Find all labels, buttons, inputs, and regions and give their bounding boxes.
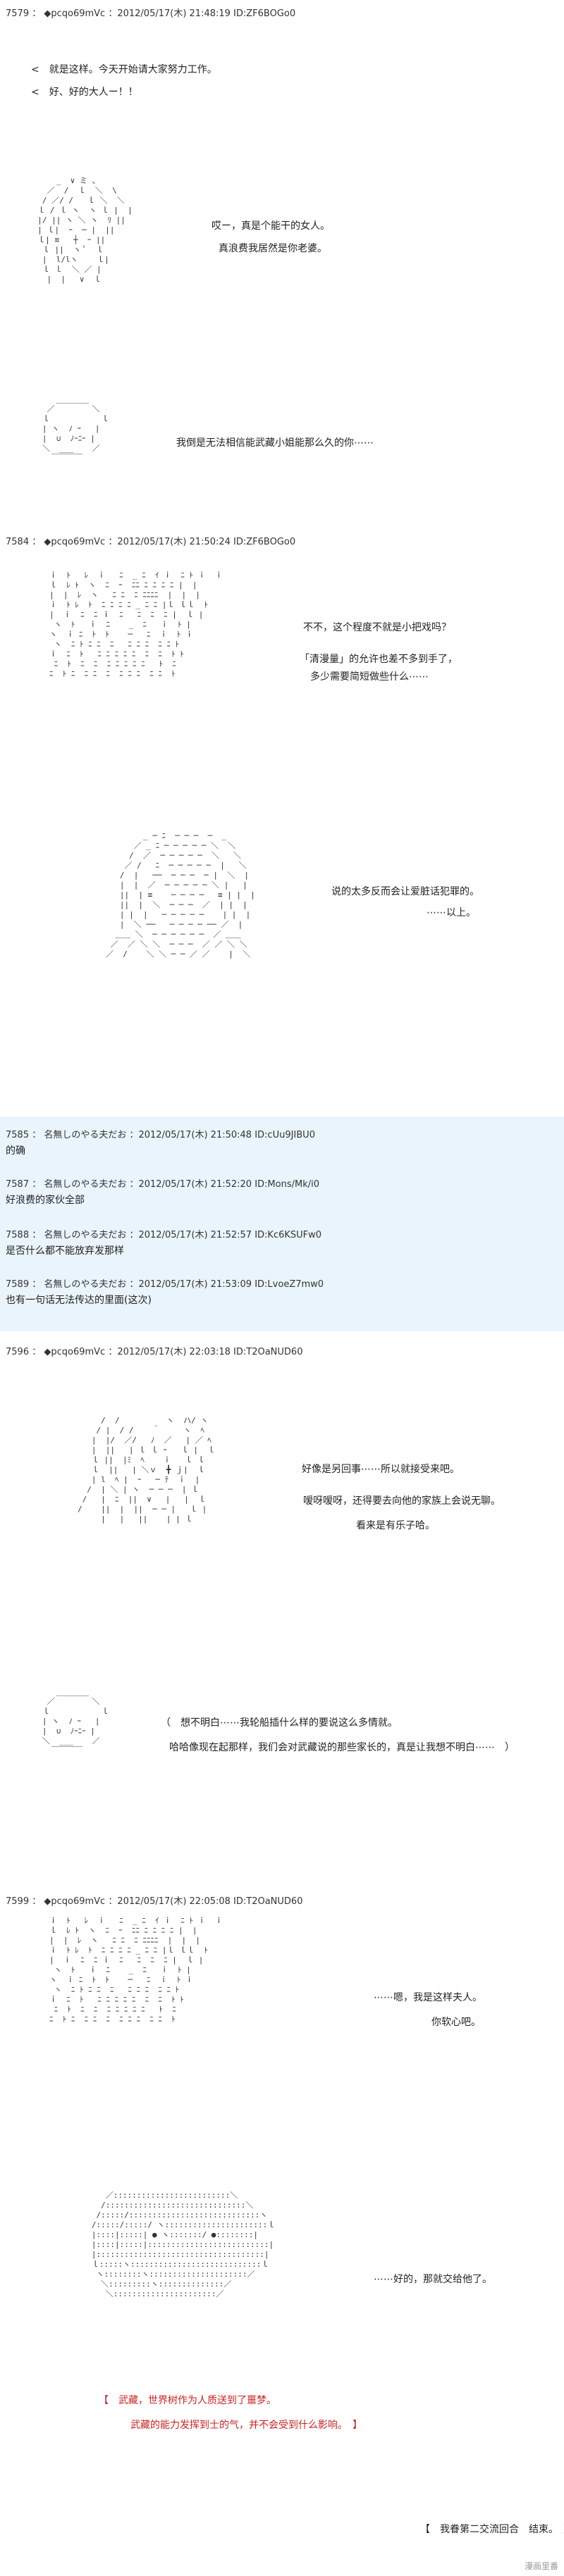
reply-header: 7587 ： 名無しのやる夫だお ：2012/05/17(木) 21:52:20… — [6, 1179, 319, 1190]
reply-block — [0, 1116, 564, 1331]
dialog-line: < 就是这样。今天开始请大家努力工作。 — [31, 64, 217, 75]
ascii-art: ｉ ﾄ ﾚ ｉ ﾆ _ ﾆ ｲ ｉ ﾆ ﾄ ｉ ｉ ｌ ﾚ ﾄ ヽ ﾆ ｰ ﾆﾆ… — [49, 1916, 223, 2024]
post-header: 7584 ： ◆pcqo69mVc ：2012/05/17(木) 21:50:2… — [6, 537, 296, 547]
dialog-line: （ 想不明白⋯⋯我轮船插什么样的要说这么多情就。 — [161, 1717, 398, 1729]
ascii-art: _ ∨ ミ 、 ／ / ｌ ＼ \ / ／/ / ｌ ＼ ＼ ｌ / ｌ ヽ ヽ… — [37, 176, 133, 284]
reply-header: 7589 ： 名無しのやる夫だお ：2012/05/17(木) 21:53:09… — [6, 1279, 324, 1290]
dialog-line: 你软心吧。 — [431, 2017, 481, 2028]
post-header: 7579 ： ◆pcqo69mVc ：2012/05/17(木) 21:48:1… — [6, 8, 296, 19]
narration-line: 【 武藏，世界树作为人质送到了噩梦。 — [99, 2395, 276, 2406]
watermark: 漫画里番 — [524, 2561, 558, 2571]
dialog-line: 真浪费我居然是你老婆。 — [219, 243, 327, 254]
reply-header: 7588 ： 名無しのやる夫だお ：2012/05/17(木) 21:52:57… — [6, 1230, 322, 1240]
dialog-line: 「清漫量」的允许也差不多到手了， — [300, 654, 458, 665]
dialog-line: ⋯⋯以上。 — [427, 907, 476, 919]
dialog-line: 不不，这个程度不就是小把戏吗？ — [303, 622, 451, 633]
dialog-line: ⋯⋯嗯，我是这样夫人。 — [374, 1992, 482, 2003]
reply: 7585 ： 名無しのやる夫だお ：2012/05/17(木) 21:50:48… — [6, 1127, 315, 1157]
reply-header: 7585 ： 名無しのやる夫だお ：2012/05/17(木) 21:50:48… — [6, 1130, 315, 1140]
post-header: 7596 ： ◆pcqo69mVc ：2012/05/17(木) 22:03:1… — [6, 1347, 303, 1357]
dialog-line: < 好、好的大人ー！！ — [31, 87, 138, 98]
dialog-line: ⋯⋯好的，那就交给他了。 — [374, 2274, 492, 2285]
reply-body: 好浪费的家伙全部 — [6, 1195, 85, 1206]
ending-line: 【 我眷第二交流回合 结束。 】 — [420, 2524, 564, 2535]
ascii-art: ｉ ﾄ ﾚ ｉ ﾆ _ ﾆ ｲ ｉ ﾆ ﾄ ｉ ｉ ｌ ﾚ ﾄ ヽ ﾆ ｰ ﾆﾆ… — [49, 571, 223, 678]
post-header: 7599 ： ◆pcqo69mVc ：2012/05/17(木) 22:05:0… — [6, 1896, 303, 1907]
dialog-line: 我倒是无法相信能武藏小姐能那么久的你⋯⋯ — [176, 437, 374, 449]
ascii-art: / / ヽ ハ/ ヽ / | / / ｀ ヽ ﾍ | |/ ／/ ﾉ ／ | ／… — [78, 1416, 216, 1524]
narration-line: 武藏的能力发挥到士的气，并不会受到什么影响。 】 — [130, 2420, 362, 2431]
reply: 7587 ： 名無しのやる夫だお ：2012/05/17(木) 21:52:20… — [6, 1176, 319, 1207]
ascii-art: _ ─ ﾆ ─ ─ ─ ─ _ ／ _ ﾆ ─ ─ ─ ─ ─ ＼ ＼ / ／ … — [106, 831, 255, 959]
dialog-line: 说的太多反而会让爱脏话犯罪的。 — [331, 886, 479, 897]
dialog-line: 多少需要简短做些什么⋯⋯ — [310, 671, 429, 683]
ascii-art: _______ ／ ＼ ｌ ｌ | ヽ ﾉ ｰ | | ∪ ﾉｰﾆｰ | ＼ _… — [42, 394, 109, 463]
reply-body: 是否什么都不能放弃发那样 — [6, 1245, 124, 1257]
dialog-line: 哎ー，真是个能干的女人。 — [212, 220, 330, 232]
reply: 7588 ： 名無しのやる夫だお ：2012/05/17(木) 21:52:57… — [6, 1227, 321, 1257]
ascii-art: _______ ／ ＼ ｌ ｌ | ヽ ﾉ ｰ | | ∪ ﾉｰﾆｰ | ＼ _… — [42, 1687, 109, 1755]
reply-body: 也有一句话无法传达的里面(这次) — [6, 1295, 152, 1306]
reply: 7589 ： 名無しのやる夫だお ：2012/05/17(木) 21:53:09… — [6, 1276, 324, 1307]
reply-body: 的确 — [6, 1145, 25, 1157]
dialog-line: 好像是另回事⋯⋯所以就接受来吧。 — [302, 1464, 460, 1475]
dialog-line: 看来是有乐子哈。 — [356, 1520, 435, 1531]
dialog-line: 哈哈像现在起那样，我们会对武藏说的那些家长的，真是让我想不明白⋯⋯ ） — [169, 1742, 515, 1753]
dialog-line: 嗳呀嗳呀，还得要去向他的家族上会说无聊。 — [303, 1495, 501, 1507]
ascii-art: ／:::::::::::::::::::::::::＼ /:::::::::::… — [91, 2191, 276, 2298]
